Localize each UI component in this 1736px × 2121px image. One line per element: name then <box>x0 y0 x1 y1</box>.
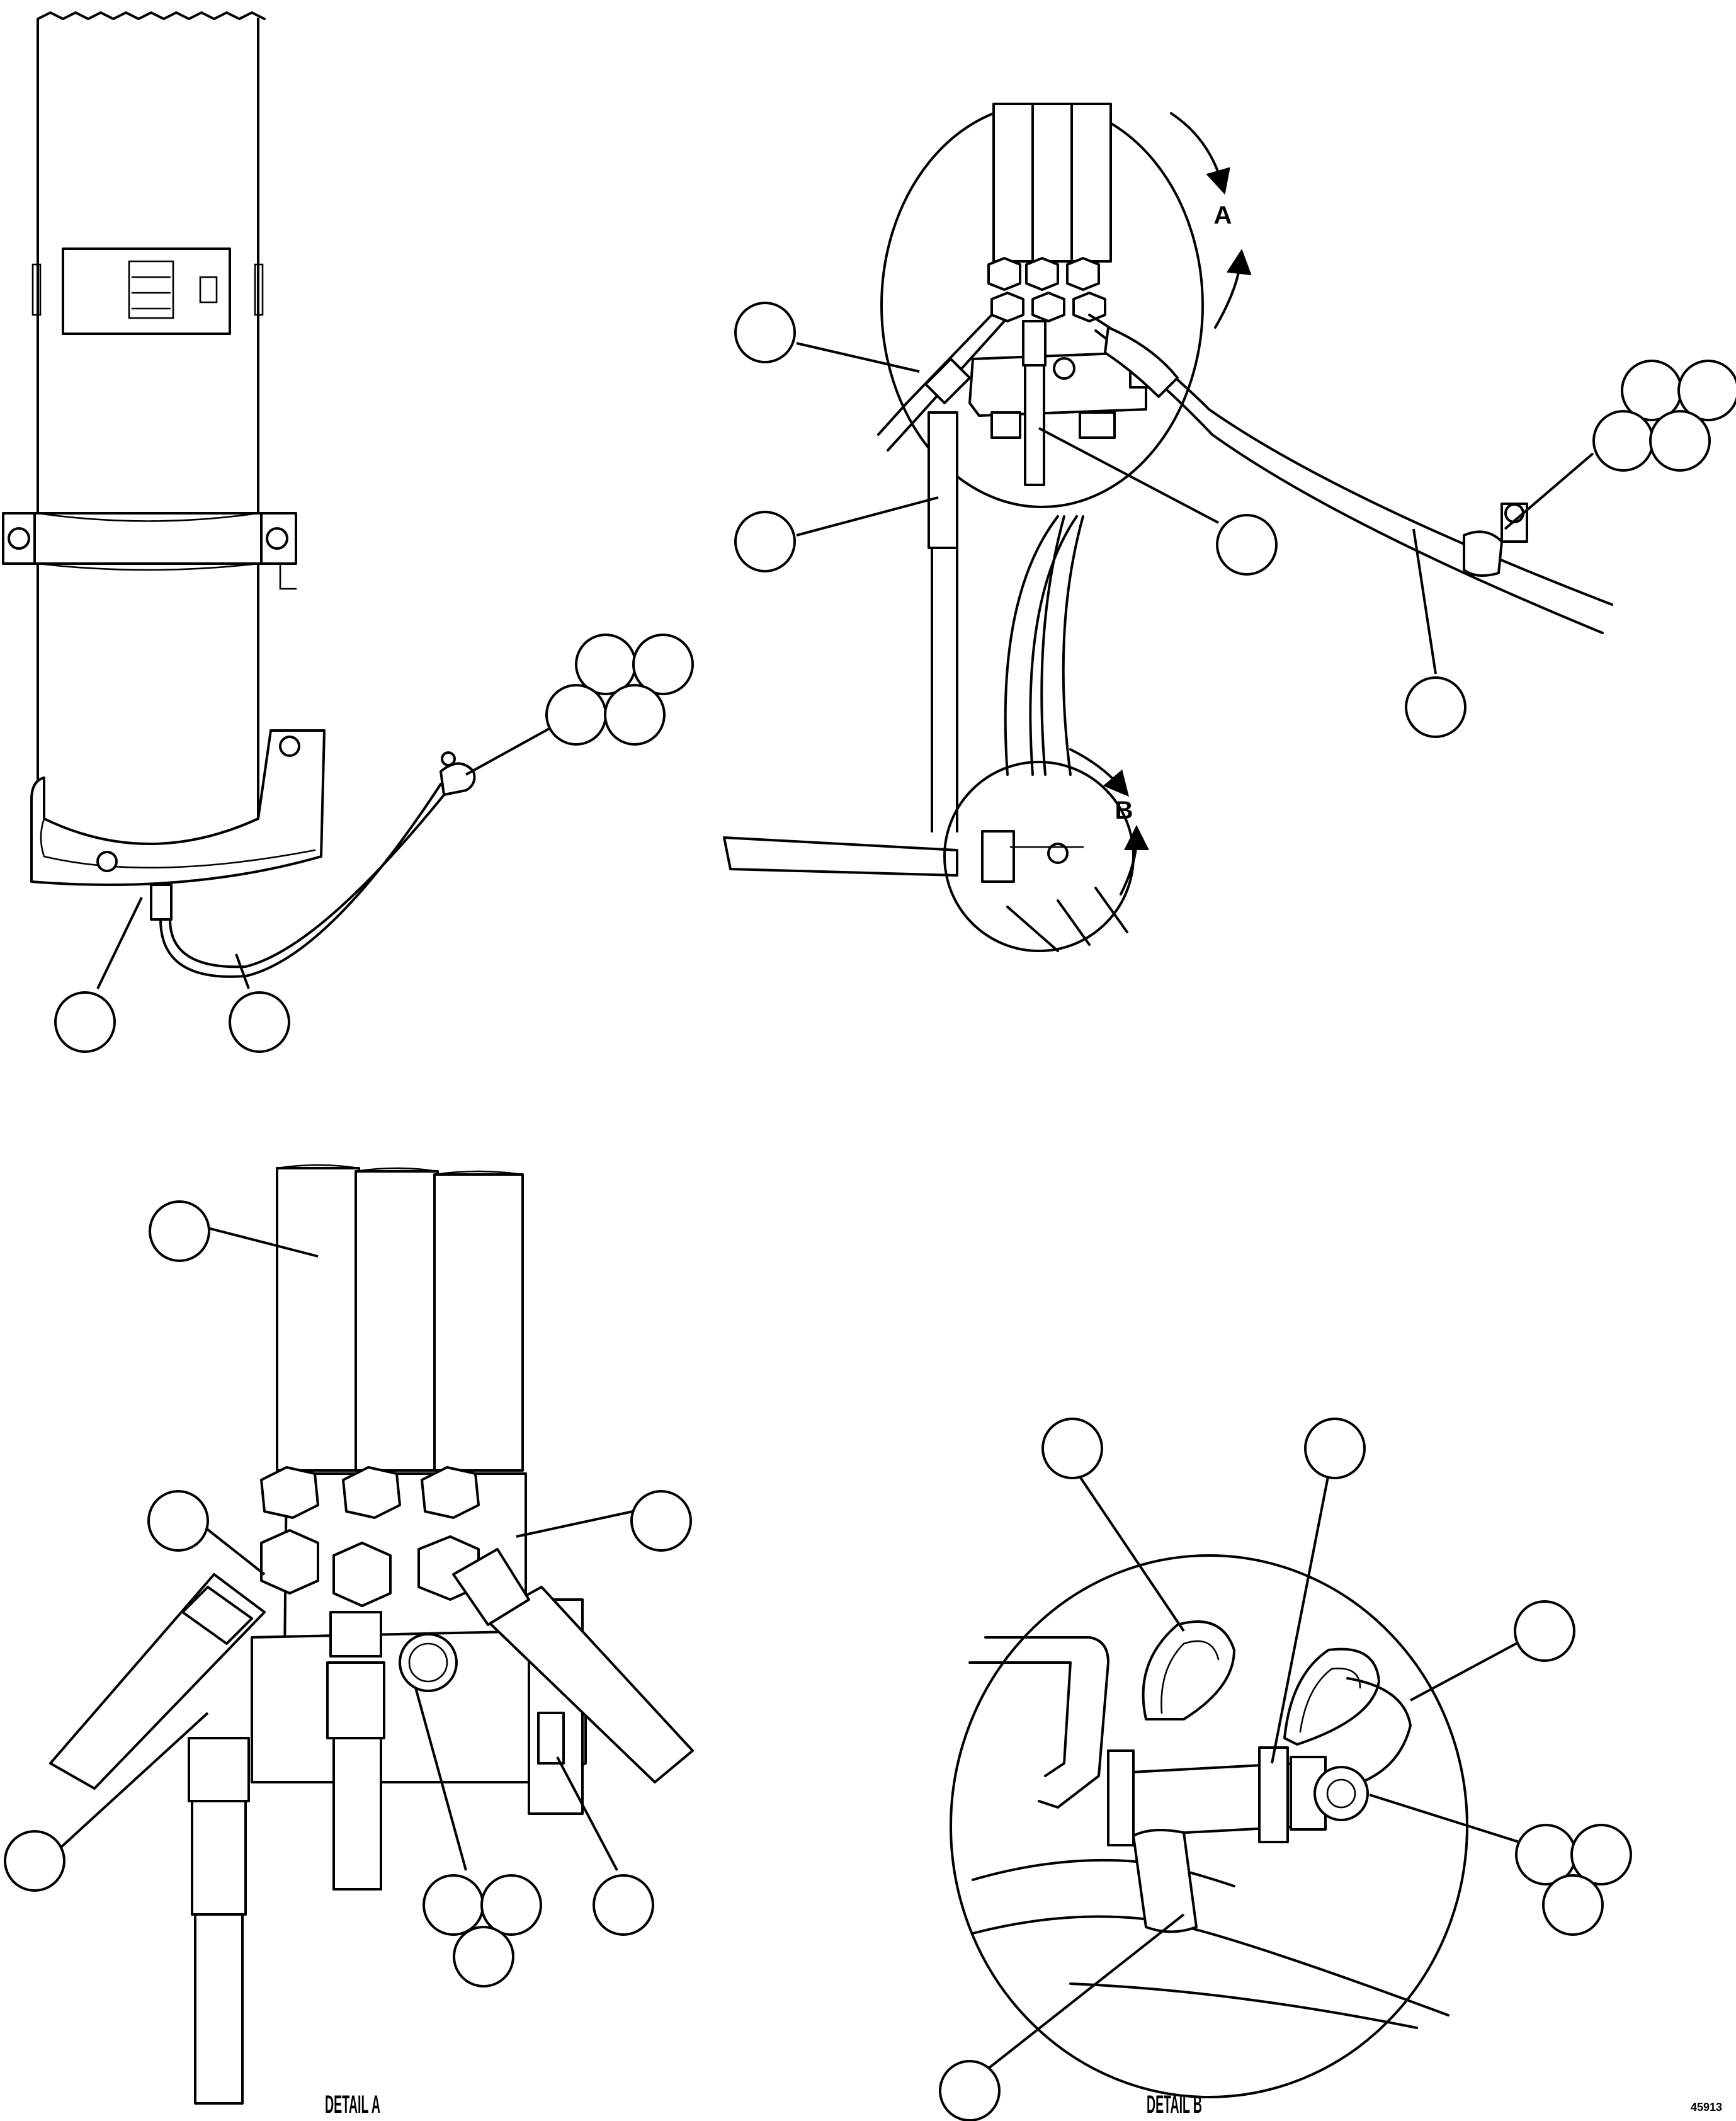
callout-bubbles <box>4 302 1736 2121</box>
name-plate <box>62 247 231 335</box>
hex-nut <box>1313 1766 1369 1821</box>
column-tube <box>37 11 266 820</box>
detail-b-marker: B <box>1115 797 1133 824</box>
valve-bank-view <box>723 103 1613 952</box>
detail-b-circle <box>943 761 1135 952</box>
loop-clamp-left <box>1142 1620 1235 1720</box>
frame-member <box>723 836 958 877</box>
detail-a-view <box>49 1164 694 2105</box>
p-clip <box>440 762 476 796</box>
loop-clamp-right <box>1283 1647 1380 1746</box>
detail-b-caption: DETAIL B <box>1147 2091 1202 2118</box>
right-hose <box>1088 314 1613 606</box>
detail-a-caption: DETAIL A <box>325 2091 380 2118</box>
sheet-code: 45913 <box>1691 2101 1722 2113</box>
column-assembly-view <box>2 11 558 989</box>
hose-clamp <box>1463 530 1503 577</box>
base-bracket <box>30 729 326 886</box>
detail-b-view <box>950 1473 1550 2098</box>
cylinder <box>276 1167 360 1472</box>
detail-a-marker: A <box>1214 202 1232 229</box>
